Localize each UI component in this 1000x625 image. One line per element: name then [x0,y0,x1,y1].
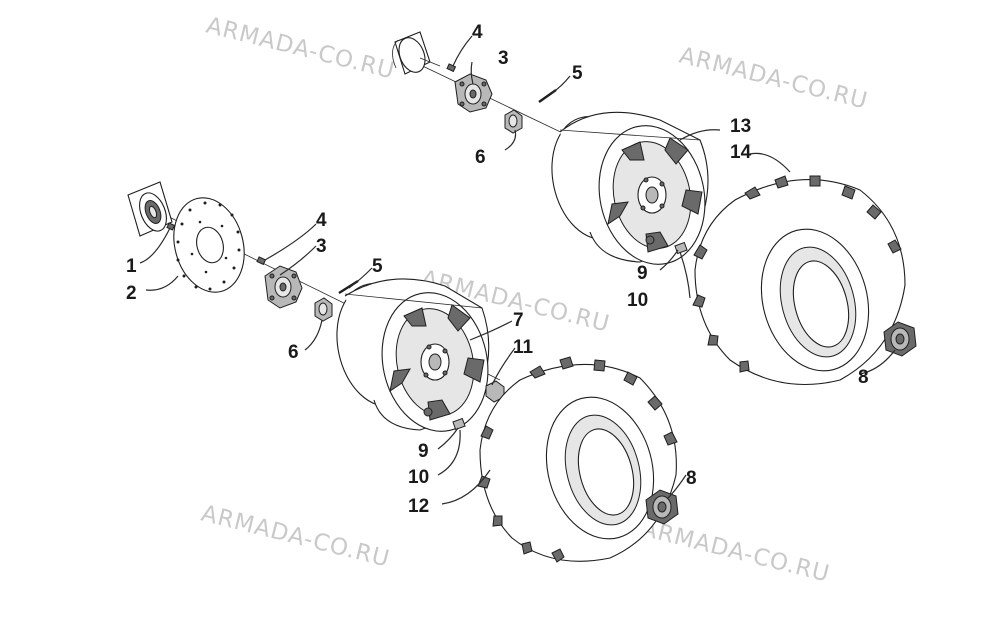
upper-bolt [446,63,457,73]
callout-7: 7 [513,310,524,331]
lower-bolt [256,256,267,266]
watermark: ARMADA-CO.RU [639,516,833,588]
callout-12: 12 [408,496,429,517]
callout-3-lower: 3 [316,236,327,257]
callout-8-upper: 8 [858,367,869,388]
callout-8-lower: 8 [686,468,697,489]
lower-tire [477,356,678,563]
watermark: ARMADA-CO.RU [199,501,393,573]
lower-castle-nut [314,297,333,322]
upper-rim [551,111,709,265]
callout-3-upper: 3 [498,48,509,69]
callout-4-upper: 4 [472,22,483,43]
upper-cotter-pin [538,89,558,105]
upper-tire [692,175,906,386]
callout-11: 11 [513,337,534,358]
callout-5-lower: 5 [372,256,383,277]
callout-13: 13 [730,116,751,137]
callout-10-upper: 10 [627,290,648,311]
lower-axle-housing [127,181,176,237]
callout-6-lower: 6 [288,342,299,363]
upper-lug-cap [883,321,917,357]
callout-5-upper: 5 [572,63,583,84]
watermark: ARMADA-CO.RU [677,43,871,115]
upper-castle-nut [504,109,523,134]
callout-2: 2 [126,283,137,304]
lower-lug-cap [645,489,679,525]
leader-lines [139,35,896,505]
callout-10-lower: 10 [408,467,429,488]
watermark: ARMADA-CO.RU [204,13,398,85]
callout-6-upper: 6 [475,147,486,168]
brake-disc [173,197,245,293]
lower-hub [264,265,303,309]
callout-4-lower: 4 [316,210,327,231]
upper-assembly [392,31,917,386]
lower-rim [336,278,490,432]
lower-valve [423,407,466,431]
upper-hub [454,73,493,113]
callout-9-lower: 9 [418,441,429,462]
callout-9-upper: 9 [637,263,648,284]
callout-14: 14 [730,142,752,163]
lower-assembly [127,181,679,563]
callout-1: 1 [126,256,137,277]
callouts: 4 3 5 6 13 14 9 10 8 4 3 1 5 2 6 7 11 9 … [126,22,869,517]
upper-axle-housing [392,31,441,75]
